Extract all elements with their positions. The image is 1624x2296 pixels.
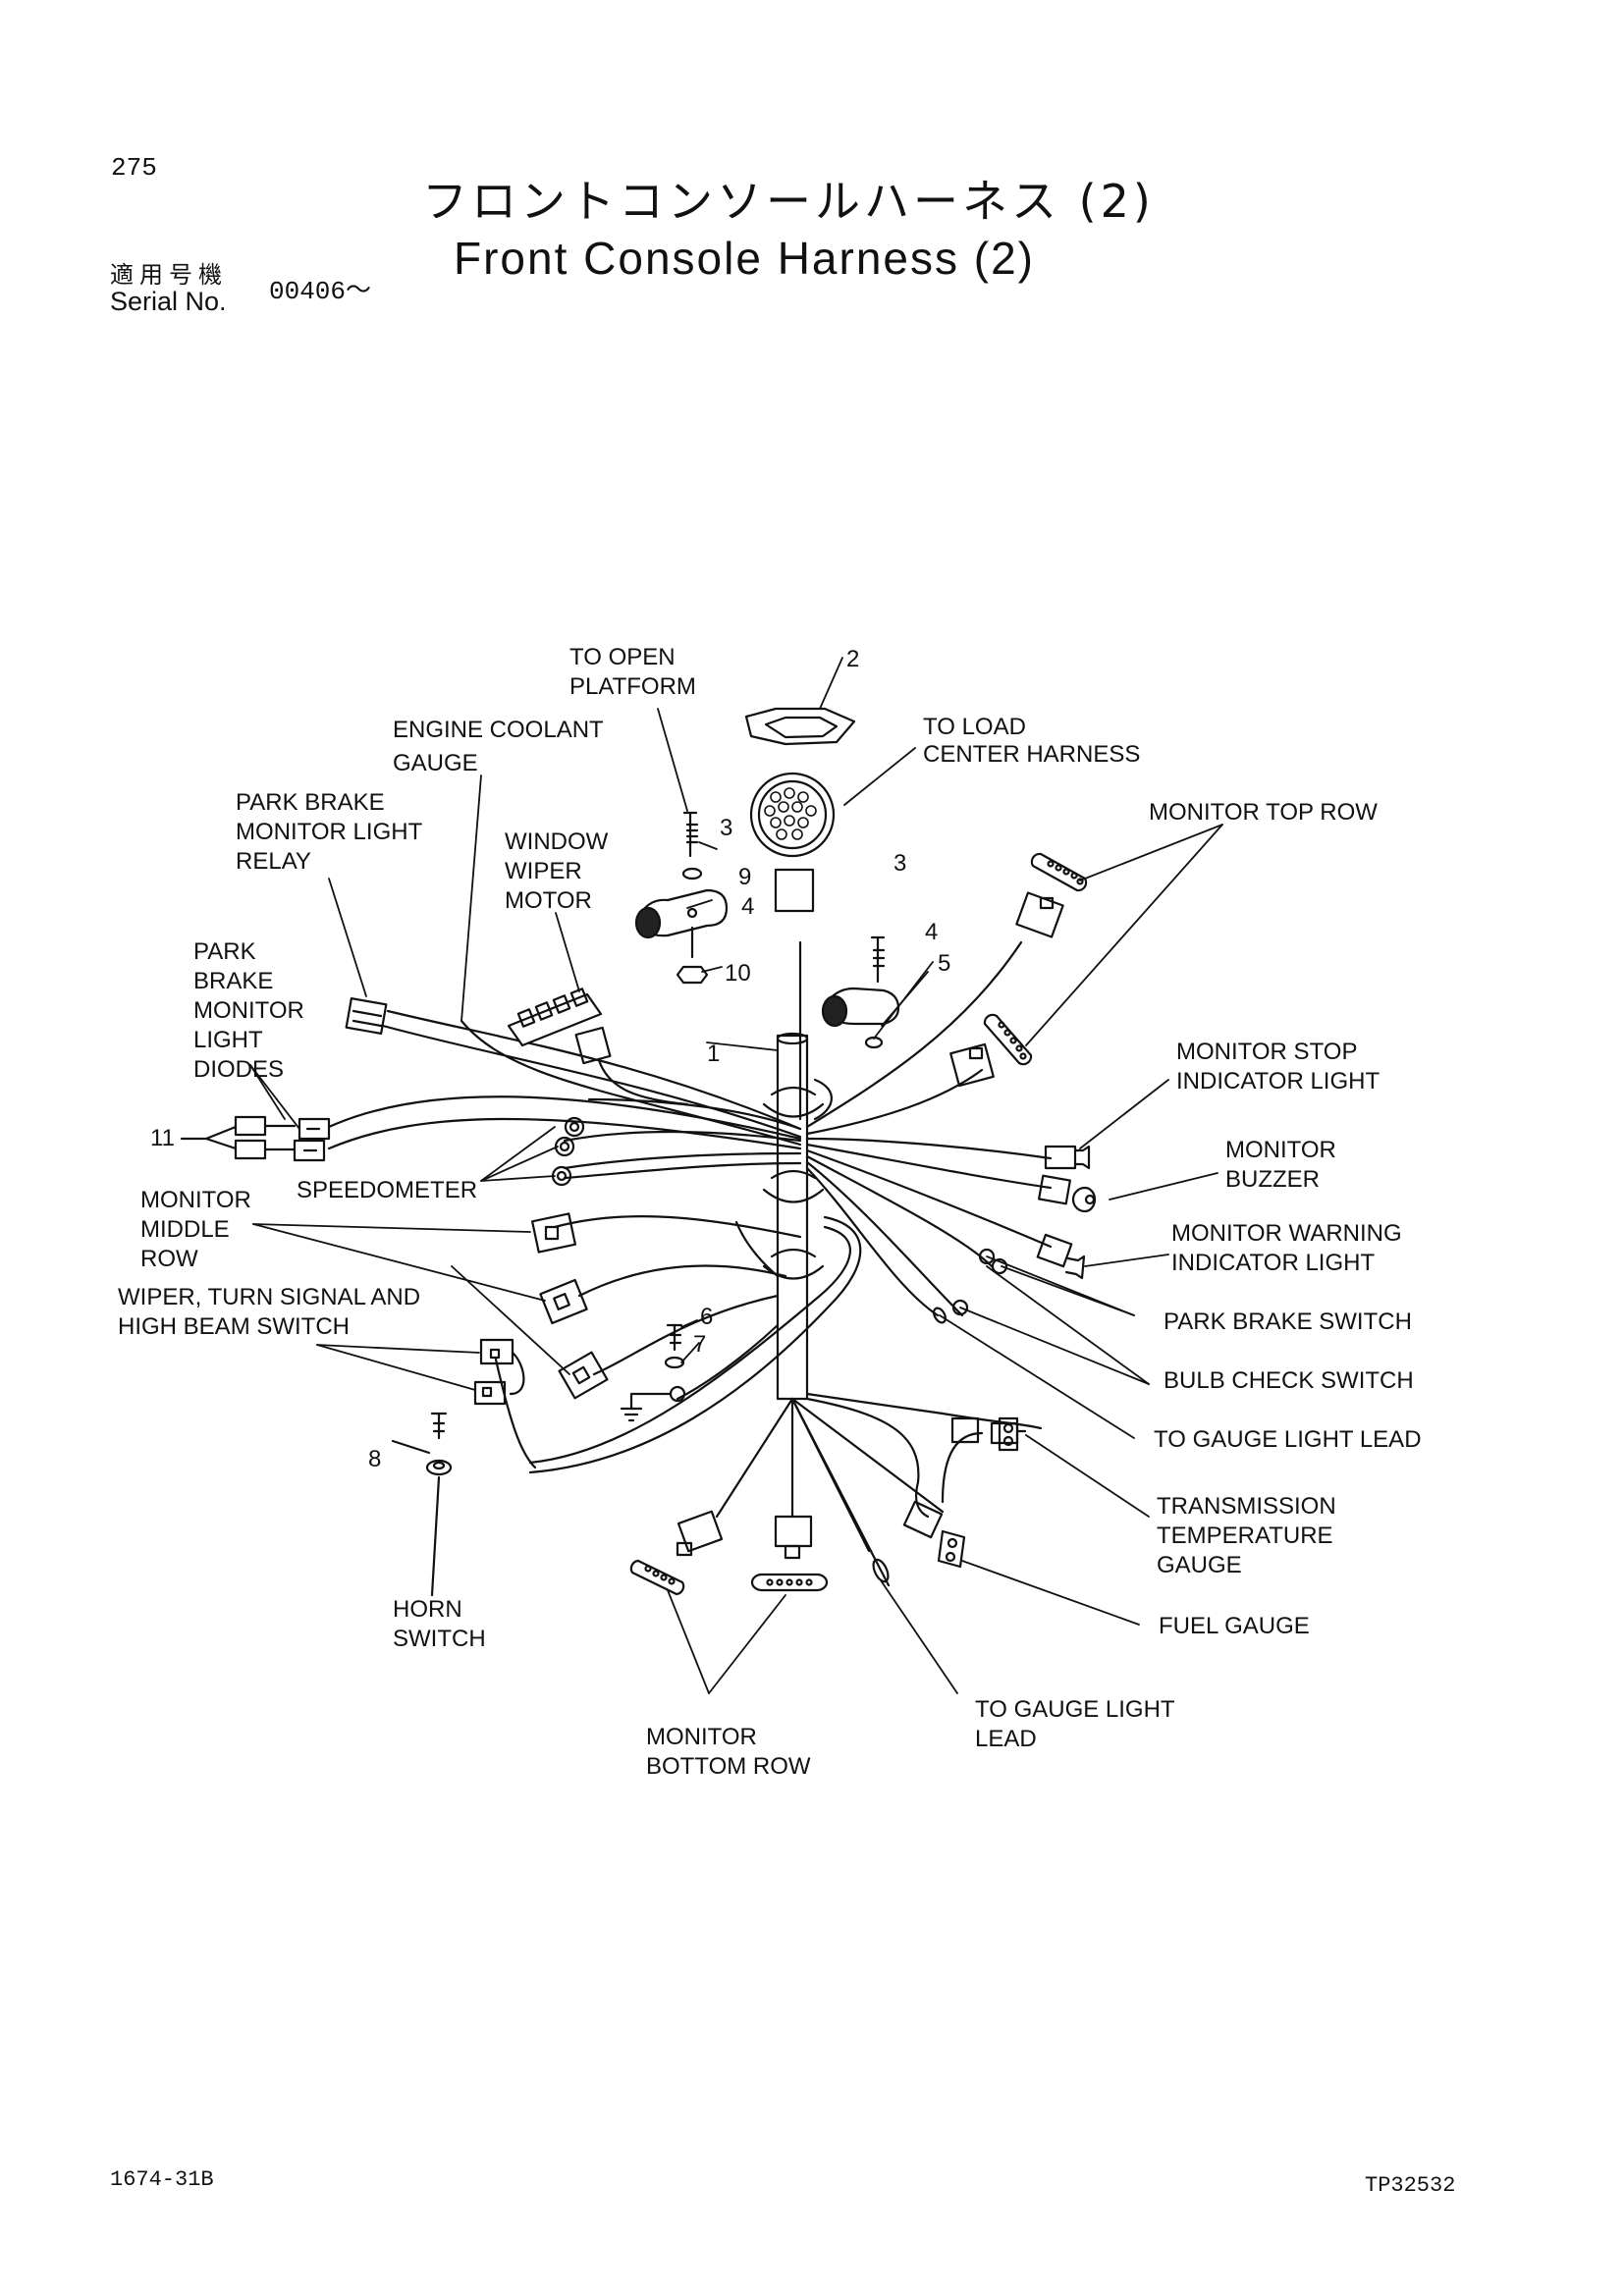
monitor-buzzer-connector (1038, 1174, 1097, 1213)
callout-9: 9 (738, 864, 752, 890)
serial-value: 00406～ (269, 277, 372, 306)
label-bulb-check-switch: BULB CHECK SWITCH (1164, 1367, 1414, 1394)
label-park-brake-switch: PARK BRAKE SWITCH (1164, 1308, 1412, 1335)
wiper-switch-connectors (473, 1338, 525, 1406)
warning-indicator-light (1036, 1233, 1086, 1280)
transmission-gauge-connectors (902, 1416, 1019, 1569)
callout-3-right: 3 (893, 850, 907, 877)
monitor-middle-row-connectors (530, 1212, 609, 1400)
park-brake-switch-connectors (933, 1248, 1008, 1324)
stop-indicator-light (1044, 1145, 1091, 1170)
park-brake-relay-connector (345, 997, 388, 1035)
label-monitor-top-row: MONITOR TOP ROW (1149, 799, 1378, 826)
serial-label: Serial No. (110, 287, 227, 316)
footer-code-right: TP32532 (1365, 2173, 1456, 2198)
bottom-wires (715, 1397, 945, 1587)
clamp-assembly-right (821, 935, 900, 1049)
callout-8: 8 (368, 1446, 382, 1472)
gauge-light-lead-bottom (872, 1558, 890, 1583)
clamp-assembly-left (634, 811, 729, 985)
round-connector (749, 772, 836, 858)
leader-lines (249, 657, 1223, 1694)
horn-switch-assembly (391, 1412, 453, 1597)
window-wiper-motor-connector (507, 988, 689, 1106)
boot-part-9 (774, 868, 815, 913)
callout-2: 2 (846, 646, 860, 672)
callout-1: 1 (707, 1041, 721, 1067)
monitor-top-row-connectors (949, 852, 1088, 1088)
title-japanese: フロントコンソールハーネス (2) (422, 175, 1155, 228)
callout-10: 10 (725, 960, 751, 987)
callout-3-left: 3 (720, 815, 733, 841)
callout-7: 7 (693, 1331, 707, 1358)
label-speedometer: SPEEDOMETER (297, 1177, 478, 1203)
page-number: 275 (111, 153, 157, 183)
label-fuel-gauge: FUEL GAUGE (1159, 1613, 1310, 1639)
callout-6: 6 (700, 1304, 714, 1330)
speedometer-connectors (551, 1116, 585, 1187)
callout-11: 11 (150, 1125, 175, 1151)
grommet-part-2 (744, 707, 856, 746)
left-wires (327, 1009, 862, 1474)
callout-5: 5 (938, 950, 951, 977)
footer-code-left: 1674-31B (110, 2167, 214, 2192)
park-brake-diodes (180, 1115, 331, 1162)
title-english: Front Console Harness (2) (454, 233, 1035, 284)
right-wires (798, 940, 1053, 1519)
main-harness-trunk (762, 1032, 825, 1401)
monitor-bottom-row-connectors (629, 1510, 829, 1596)
callout-4-right: 4 (925, 919, 939, 945)
callout-4-left: 4 (741, 893, 755, 920)
serial-label-japanese: 適用号機 (110, 261, 228, 289)
label-to-gauge-light-lead-right: TO GAUGE LIGHT LEAD (1154, 1426, 1422, 1453)
ground-bolt-assembly (620, 1323, 686, 1422)
